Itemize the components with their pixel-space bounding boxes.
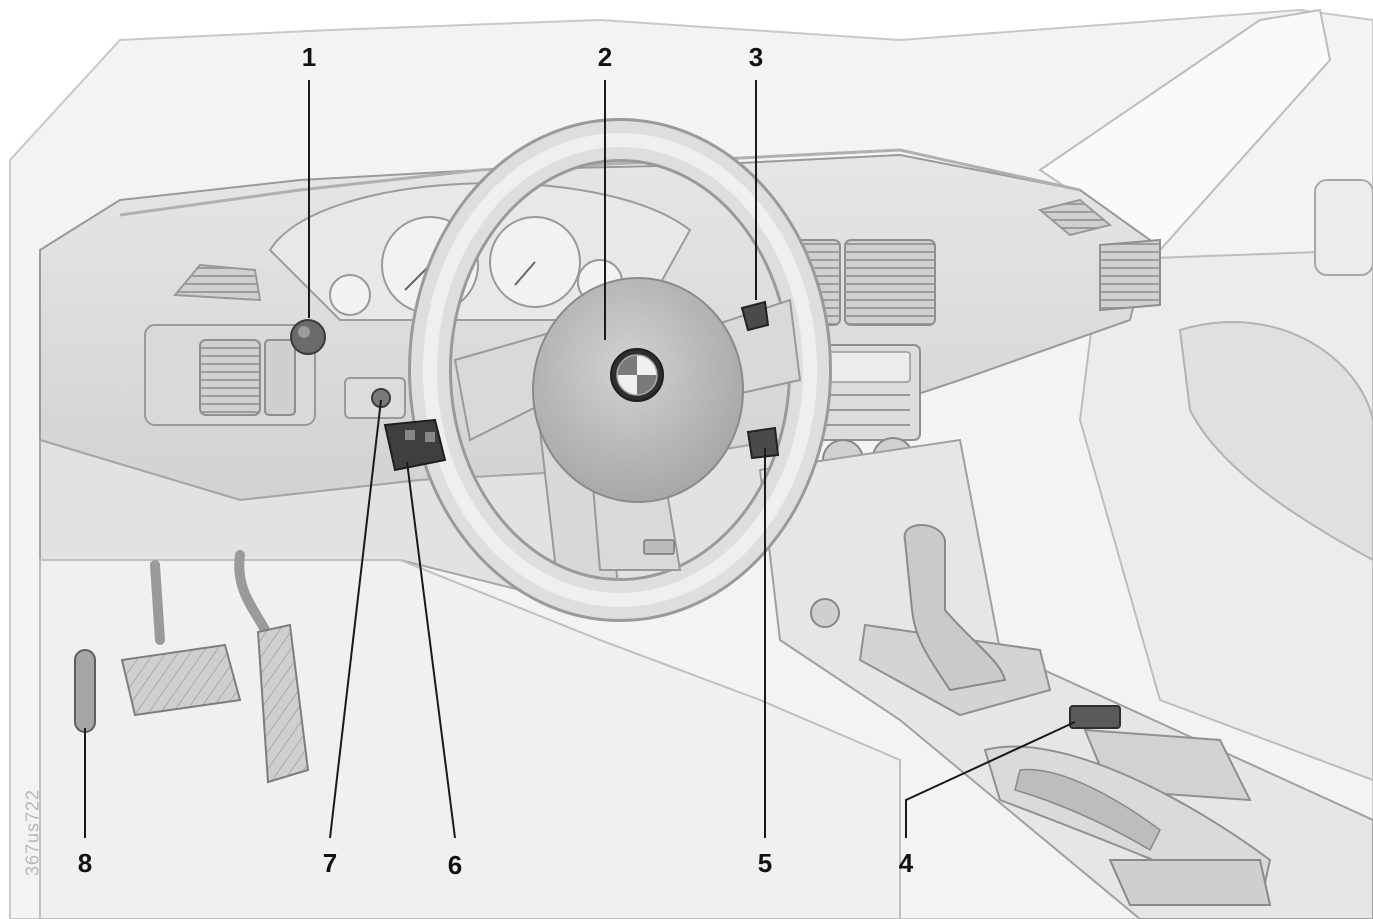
- callout-5: 5: [757, 848, 773, 878]
- steering-wheel: [383, 118, 832, 622]
- callout-8: 8: [77, 848, 93, 878]
- image-code-label: 367us722: [22, 788, 43, 877]
- center-console: [758, 438, 1373, 919]
- callout-3: 3: [748, 42, 764, 72]
- leader-line-6: [406, 461, 456, 839]
- leader-line-4: [905, 721, 1076, 838]
- footwell: [39, 550, 901, 919]
- leader-lines: [84, 80, 1076, 839]
- callout-4: 4: [898, 848, 914, 878]
- leader-line-7: [329, 399, 382, 839]
- callout-7: 7: [322, 848, 338, 878]
- callout-6: 6: [447, 850, 463, 880]
- image-code-watermark: 367us722: [16, 760, 46, 910]
- callout-1: 1: [301, 42, 317, 72]
- callout-2: 2: [597, 42, 613, 72]
